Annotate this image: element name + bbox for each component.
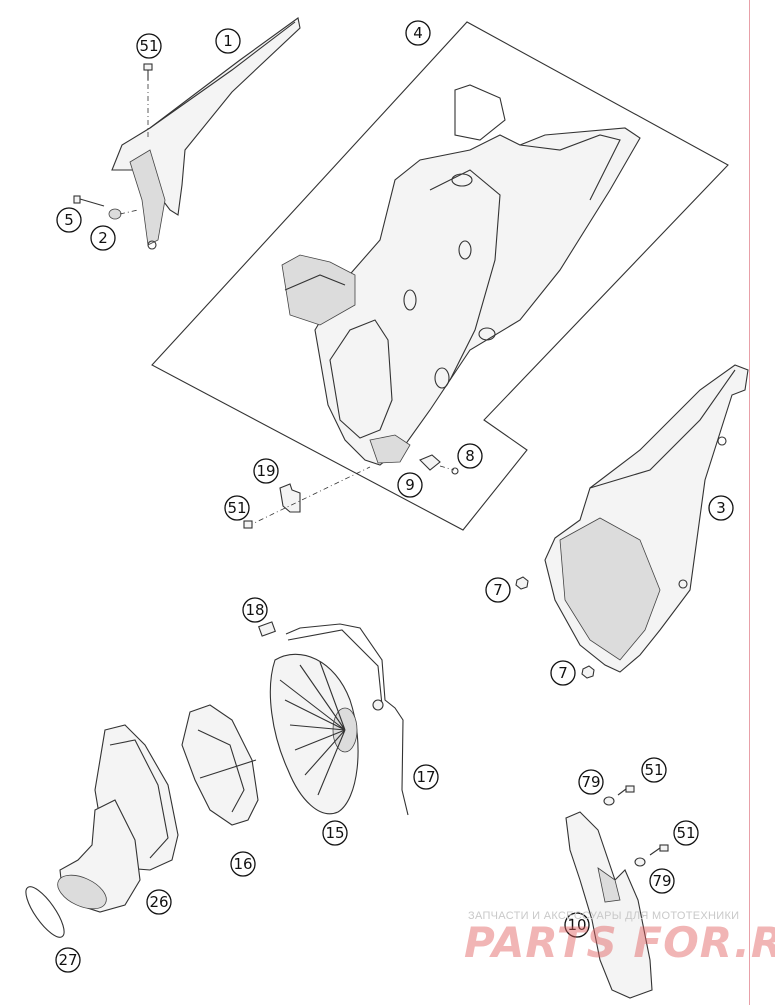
callout-label: 7 — [493, 581, 503, 599]
callout-c51d: 51 — [673, 820, 699, 846]
nut-7-lower — [581, 665, 595, 679]
callout-c5: 5 — [56, 207, 82, 233]
callout-label: 16 — [233, 855, 252, 873]
screw-51-top — [143, 63, 153, 80]
callout-c9: 9 — [397, 472, 423, 498]
part-10-intake-snorkel — [565, 811, 653, 999]
washer-79-lower — [634, 857, 646, 867]
screw-51-lower-right — [649, 844, 669, 856]
callout-circle — [578, 769, 604, 795]
callout-c79b: 79 — [649, 868, 675, 894]
callout-circle — [397, 472, 423, 498]
callout-c19: 19 — [253, 458, 279, 484]
callout-circle — [242, 597, 268, 623]
callout-c26: 26 — [146, 889, 172, 915]
callout-label: 4 — [413, 24, 423, 42]
callout-c15: 15 — [322, 820, 348, 846]
callout-label: 26 — [149, 893, 168, 911]
callout-circle — [413, 764, 439, 790]
callout-circle — [90, 225, 116, 251]
callout-c17: 17 — [413, 764, 439, 790]
callout-label: 51 — [227, 499, 246, 517]
callout-c51a: 51 — [136, 33, 162, 59]
callout-label: 27 — [58, 951, 77, 969]
part-18-pin — [258, 621, 276, 637]
callout-c4: 4 — [405, 20, 431, 46]
callout-label: 10 — [567, 916, 586, 934]
callout-c79a: 79 — [578, 769, 604, 795]
callout-c7a: 7 — [485, 577, 511, 603]
callout-label: 18 — [245, 601, 264, 619]
screw-5-and-washer-2 — [73, 195, 139, 220]
callout-c51b: 51 — [224, 495, 250, 521]
callout-label: 51 — [644, 761, 663, 779]
callout-circle — [564, 912, 590, 938]
callout-c18: 18 — [242, 597, 268, 623]
callout-label: 79 — [652, 872, 671, 890]
callout-label: 8 — [465, 447, 475, 465]
callout-label: 3 — [716, 499, 726, 517]
screw-51-upper-right — [617, 785, 635, 796]
callout-circle — [146, 889, 172, 915]
part-26-intake-boot — [57, 724, 179, 913]
callout-c1: 1 — [215, 28, 241, 54]
callout-circle — [641, 757, 667, 783]
callout-label: 2 — [98, 229, 108, 247]
part-15-air-filter — [269, 653, 359, 815]
callout-label: 1 — [223, 32, 233, 50]
callout-c7b: 7 — [550, 660, 576, 686]
callout-label: 15 — [325, 824, 344, 842]
watermark-brand: PARTS FOR.RU — [464, 918, 775, 967]
washer-79-upper — [603, 796, 615, 806]
callout-circle — [230, 851, 256, 877]
bracket-19-and-fasteners — [243, 454, 459, 529]
callout-circle — [322, 820, 348, 846]
callout-label: 51 — [139, 37, 158, 55]
callout-c8: 8 — [457, 443, 483, 469]
callout-circle — [253, 458, 279, 484]
part-3-side-panel — [544, 364, 749, 673]
callout-label: 5 — [64, 211, 74, 229]
part-17-filter-holder — [285, 623, 409, 816]
callout-circle — [405, 20, 431, 46]
callout-circle — [485, 577, 511, 603]
page-edge-line — [749, 0, 750, 1005]
part-27-clamp — [25, 886, 65, 938]
callout-circle — [55, 947, 81, 973]
part-4-air-box — [281, 84, 641, 466]
callout-label: 7 — [558, 664, 568, 682]
callout-circle — [136, 33, 162, 59]
assembly-4-frame — [151, 21, 729, 531]
callout-c27: 27 — [55, 947, 81, 973]
callout-circle — [550, 660, 576, 686]
callout-circle — [708, 495, 734, 521]
callout-circle — [457, 443, 483, 469]
part-16-filter-cage — [181, 704, 259, 826]
callout-circle — [56, 207, 82, 233]
callout-c10: 10 — [564, 912, 590, 938]
callout-c2: 2 — [90, 225, 116, 251]
callout-label: 51 — [676, 824, 695, 842]
callout-label: 79 — [581, 773, 600, 791]
callout-c51c: 51 — [641, 757, 667, 783]
callout-circle — [649, 868, 675, 894]
callout-circle — [673, 820, 699, 846]
part-1-side-cover-strip — [111, 17, 301, 250]
watermark-tagline: ЗАПЧАСТИ И АКСЕССУАРЫ ДЛЯ МОТОТЕХНИКИ — [468, 910, 740, 922]
callout-layer: 1 2 3 4 5 7 7 8 9 10 15 16 17 18 19 26 27 51 51 51 51 79 79 — [55, 20, 734, 973]
callout-label: 17 — [416, 768, 435, 786]
callout-label: 19 — [256, 462, 275, 480]
callout-label: 9 — [405, 476, 415, 494]
callout-c16: 16 — [230, 851, 256, 877]
nut-7-upper — [515, 576, 529, 590]
callout-circle — [215, 28, 241, 54]
callout-c3: 3 — [708, 495, 734, 521]
callout-circle — [224, 495, 250, 521]
